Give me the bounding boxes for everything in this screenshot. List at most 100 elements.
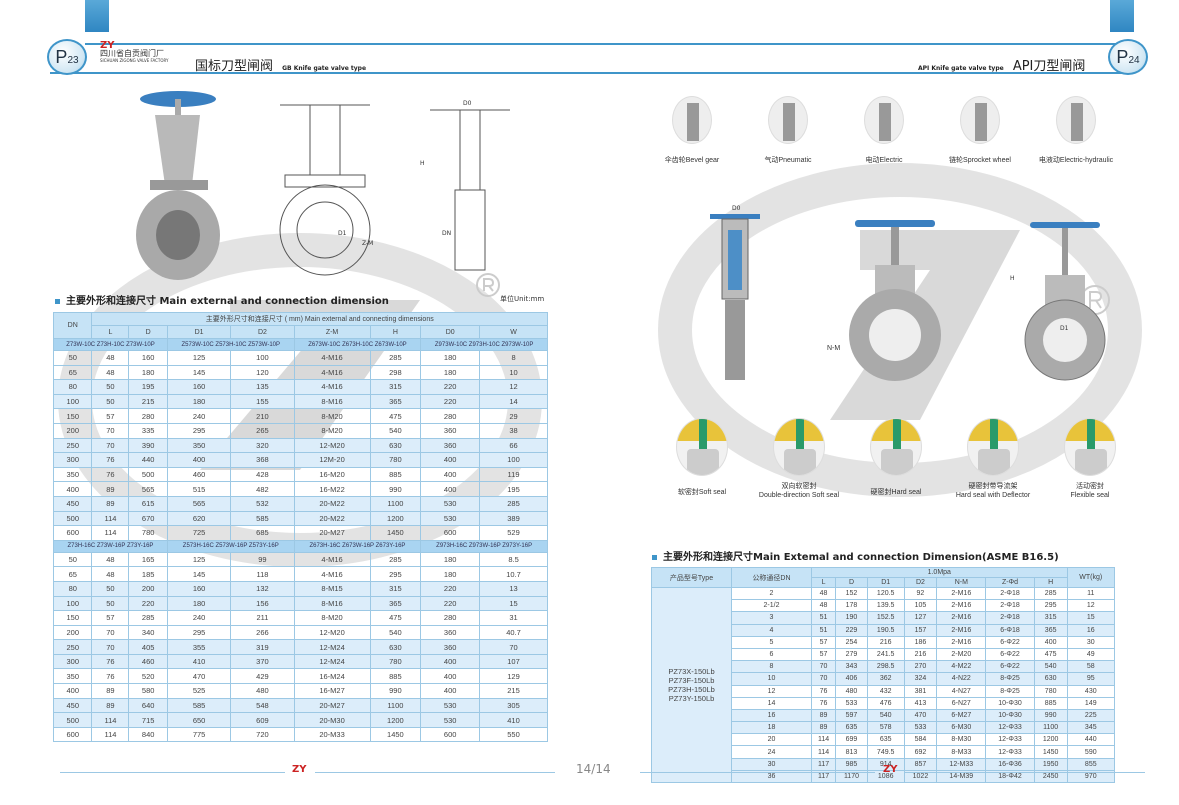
dn-cell: 600 — [52, 525, 93, 541]
value-cell: 600 — [420, 525, 481, 541]
dn-cell: 24 — [731, 745, 812, 759]
value-cell: 12-Φ33 — [985, 721, 1035, 735]
dn-cell: 30 — [731, 757, 812, 771]
value-cell: 6-M27 — [936, 708, 987, 723]
dn-header: DN — [52, 312, 93, 339]
value-cell: 482 — [230, 481, 295, 497]
value-cell: 13 — [479, 580, 548, 597]
value-cell: 428 — [230, 466, 295, 483]
value-cell: 57 — [91, 408, 130, 424]
value-cell: 155 — [230, 393, 295, 410]
value-cell: 15 — [479, 595, 548, 612]
value-cell: 10-Φ30 — [985, 708, 1035, 723]
dn-cell: 50 — [52, 551, 93, 568]
value-cell: 1950 — [1033, 757, 1068, 771]
api-front-drawing: H D1 — [1010, 222, 1106, 381]
dn-cell: 100 — [52, 393, 93, 410]
value-cell: 20-M22 — [293, 495, 371, 512]
type-name: PZ73F-150Lb — [668, 676, 715, 685]
value-cell: 480 — [835, 684, 868, 698]
value-cell: 100 — [479, 452, 548, 468]
label-d1: D1 — [338, 230, 347, 237]
value-cell: 597 — [835, 708, 868, 723]
value-cell: 57 — [810, 635, 837, 649]
value-cell: 725 — [166, 525, 232, 541]
value-cell: 14-M39 — [936, 769, 987, 784]
value-cell: 10 — [479, 364, 548, 381]
footer-rule — [905, 772, 1145, 773]
value-cell: 4-M16 — [293, 364, 371, 381]
value-cell: 298.5 — [866, 660, 905, 674]
knife-gate-valve-photo — [136, 91, 220, 280]
value-cell: 160 — [166, 379, 232, 395]
value-cell: 525 — [166, 683, 232, 699]
dn-cell: 80 — [52, 580, 93, 597]
dn-cell: 20 — [731, 733, 812, 747]
value-cell: 20-M27 — [293, 697, 371, 714]
header-rule-top-right — [590, 43, 1125, 45]
seal-caption-line: 双向软密封 — [781, 483, 817, 490]
value-cell: 1100 — [369, 697, 422, 714]
value-cell: 8-M33 — [936, 745, 987, 759]
model-group: Z73W-10C Z73H-10C Z73W-10P — [53, 338, 168, 351]
value-cell: 185 — [128, 566, 168, 582]
value-cell: 8-Φ25 — [985, 672, 1035, 686]
label-d1: D1 — [1060, 325, 1069, 332]
value-cell: 114 — [91, 726, 130, 743]
value-cell: 2-Φ18 — [985, 586, 1035, 601]
dn-cell: 400 — [52, 683, 93, 699]
value-cell: 57 — [810, 647, 837, 662]
dn-header: 公称通径DN — [731, 567, 812, 588]
value-cell: 20-M30 — [293, 712, 371, 728]
label-h: H — [1010, 275, 1015, 282]
value-cell: 8-M16 — [293, 393, 371, 410]
value-cell: 117 — [810, 769, 837, 784]
value-cell: 216 — [866, 635, 905, 649]
value-cell: 229 — [835, 623, 868, 637]
value-cell: 550 — [479, 726, 548, 743]
value-cell: 95 — [1066, 672, 1116, 686]
value-cell: 70 — [91, 624, 130, 641]
dn-cell: 2 — [731, 586, 812, 601]
column-header: L — [810, 577, 837, 588]
value-cell: 50 — [91, 393, 130, 410]
actuator-thumbnail — [1056, 96, 1096, 144]
logo-en: SICHUAN ZIGONG VALVE FACTORY — [100, 58, 169, 63]
page-tab-right — [1110, 0, 1134, 32]
value-cell: 48 — [91, 364, 130, 381]
value-cell: 280 — [420, 610, 481, 626]
footer-rule — [315, 772, 555, 773]
value-cell: 1450 — [1033, 745, 1068, 759]
actuator-thumbnail — [864, 96, 904, 144]
value-cell: 1450 — [369, 726, 422, 743]
value-cell: 76 — [810, 684, 837, 698]
value-cell: 533 — [835, 696, 868, 710]
left-title: 国标刀型闸阀 GB Knife gate valve type — [195, 55, 366, 74]
value-cell: 12-M24 — [293, 639, 371, 655]
value-cell: 400 — [420, 668, 481, 685]
value-cell: 12-M33 — [936, 757, 987, 771]
value-cell: 389 — [479, 510, 548, 527]
group-header: 主要外形尺寸和连接尺寸 ( mm) Main external and conn… — [91, 312, 548, 326]
value-cell: 520 — [128, 668, 168, 685]
value-cell: 365 — [1033, 623, 1068, 637]
seal-diagram — [967, 418, 1019, 476]
value-cell: 580 — [128, 683, 168, 699]
model-group: Z673H-16C Z673W-16P Z673Y-16P — [293, 539, 422, 553]
value-cell: 76 — [810, 696, 837, 710]
value-cell: 12-M24 — [293, 653, 371, 670]
page-badge-number: 24 — [1128, 54, 1140, 66]
value-cell: 360 — [420, 624, 481, 641]
title-en: GB Knife gate valve type — [282, 65, 367, 72]
value-cell: 1200 — [369, 712, 422, 728]
value-cell: 20-M27 — [293, 525, 371, 541]
pressure-header: 1.0Mpa — [811, 567, 1068, 578]
